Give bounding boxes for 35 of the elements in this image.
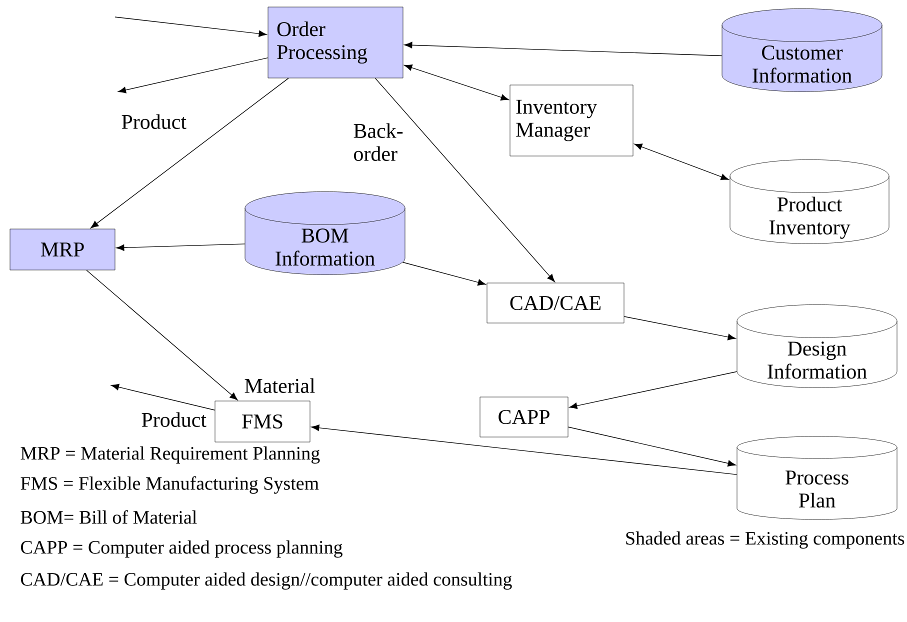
arrow	[568, 426, 736, 467]
abbreviation-note: BOM= Bill of Material	[20, 510, 197, 524]
database-cylinder: Process Plan	[736, 436, 898, 520]
arrow	[624, 316, 736, 340]
edge-label: Back-order	[354, 123, 403, 161]
edge-label: Product	[142, 412, 206, 427]
arrow	[116, 244, 246, 251]
arrow	[111, 384, 216, 410]
arrow	[311, 424, 738, 475]
arrow	[114, 16, 267, 37]
process-box: Inventory Manager	[510, 84, 634, 156]
arrow	[569, 371, 738, 409]
arrow	[86, 270, 238, 400]
abbreviation-note: MRP = Material Requirement Planning	[20, 446, 320, 464]
abbreviation-note: CAPP = Computer aided process planning	[21, 540, 342, 558]
arrow	[402, 262, 486, 286]
abbreviation-note: CAD/CAE = Computer aided design//computer aided consulting	[21, 572, 512, 590]
arrow	[404, 42, 722, 56]
process-box: CAPP	[480, 396, 568, 438]
process-box: MRP	[10, 228, 116, 270]
database-cylinder: BOM Information	[244, 191, 406, 275]
abbreviation-note: FMS = Flexible Manufacturing System	[20, 476, 319, 494]
arrow	[404, 64, 509, 101]
database-cylinder: Product Inventory	[730, 159, 890, 244]
arrow	[374, 78, 555, 282]
process-box: FMS	[214, 400, 310, 442]
edge-label: Material	[244, 378, 315, 393]
database-cylinder: Customer Information	[722, 8, 882, 92]
arrow	[90, 78, 289, 228]
arrow	[118, 57, 268, 94]
process-box: Order Processing	[268, 6, 404, 78]
arrow	[634, 144, 729, 180]
process-box: CAD/CAE	[486, 282, 624, 324]
database-cylinder: Design Information	[736, 304, 898, 388]
edge-label: Product	[122, 114, 186, 129]
